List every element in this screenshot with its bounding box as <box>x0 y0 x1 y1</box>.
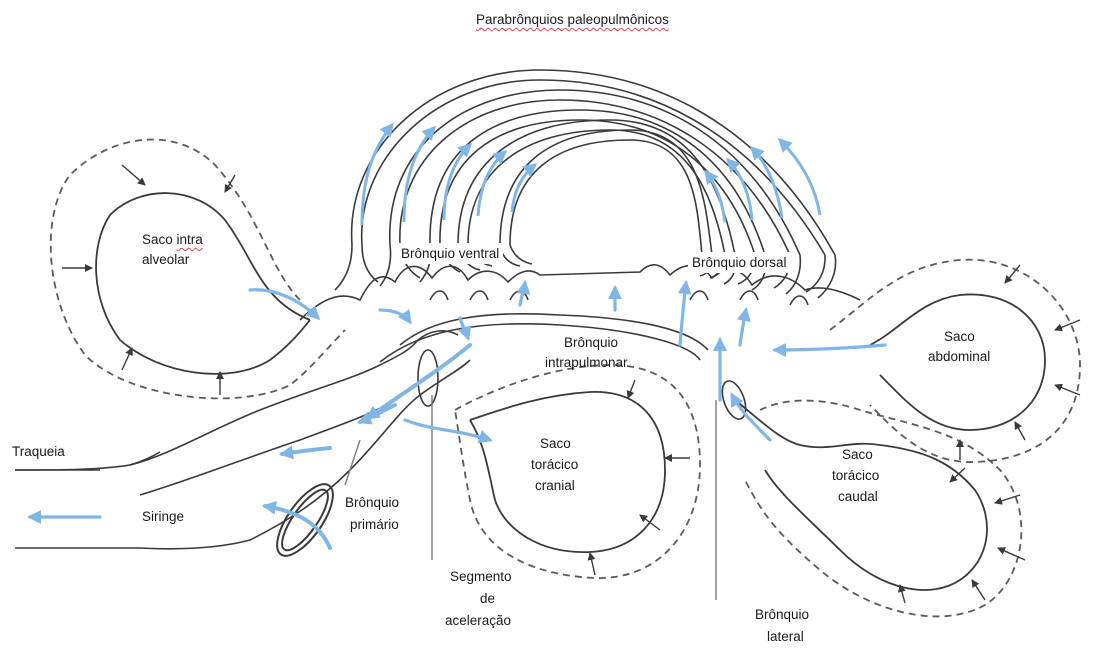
syrinx-label: Siringe <box>142 506 184 527</box>
abdominal-sac-label-line1: Saco <box>944 326 975 347</box>
cranial-thoracic-sac-label-line1: Saco <box>540 433 571 454</box>
primary-bronchus-label-line2: primário <box>350 514 399 535</box>
intra-alveolar-sac-label-line1: Saco intra <box>142 229 203 250</box>
intra-alveolar-sac-label-line2: alveolar <box>142 249 189 270</box>
lateral-bronchus-label-line1: Brônquio <box>755 604 809 625</box>
intrapulmonary-bronchus-label-line2: intrapulmonar <box>545 352 628 373</box>
caudal-thoracic-sac-label-line2: torácico <box>832 465 879 486</box>
cranial-thoracic-sac-label-line3: cranial <box>535 475 575 496</box>
ventral-bronchus-label: Brônquio ventral <box>397 243 503 264</box>
dashed-outlines <box>51 140 1080 617</box>
callout-lines <box>345 395 716 600</box>
primary-bronchus-label-line1: Brônquio <box>345 492 399 513</box>
intrapulmonary-bronchus-label-line1: Brônquio <box>564 332 618 353</box>
acceleration-segment-label-line3: aceleração <box>445 610 511 631</box>
caudal-thoracic-sac-label-line1: Saco <box>842 444 873 465</box>
compression-arrows <box>62 165 1080 603</box>
trachea-label: Traqueia <box>12 441 65 462</box>
air-sacs <box>96 193 1045 590</box>
acceleration-segment-label-line1: Segmento <box>450 566 512 587</box>
acceleration-segment-label-line2: de <box>480 588 495 609</box>
dorsal-bronchus-label: Brônquio dorsal <box>688 252 791 273</box>
abdominal-sac-label-line2: abdominal <box>928 346 990 367</box>
saco-intra-word: Saco intra <box>142 232 203 247</box>
saco-intra-text: Saco intra <box>142 232 203 247</box>
parabronchi-label: Parabrônquios paleopulmônicos <box>476 9 669 30</box>
lateral-bronchus-label-line2: lateral <box>767 626 804 647</box>
caudal-thoracic-sac-label-line3: caudal <box>838 486 878 507</box>
cranial-thoracic-sac-label-line2: torácico <box>531 454 578 475</box>
